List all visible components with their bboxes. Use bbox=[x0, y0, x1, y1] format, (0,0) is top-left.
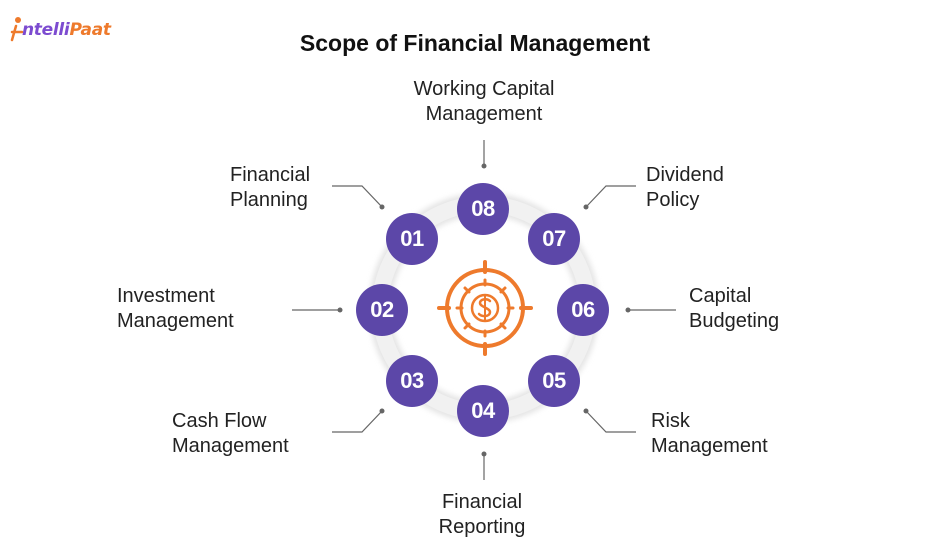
label-risk-management: Risk Management bbox=[651, 409, 768, 459]
label-line: Management bbox=[117, 310, 234, 332]
intellipaat-logo: ntelliPaat bbox=[22, 20, 111, 40]
node-03: 03 bbox=[386, 355, 438, 407]
node-07: 07 bbox=[528, 213, 580, 265]
label-line: Cash Flow bbox=[172, 410, 267, 432]
node-02: 02 bbox=[356, 284, 408, 336]
label-investment-management: Investment Management bbox=[117, 284, 234, 334]
label-working-capital-management: Working Capital Management bbox=[394, 77, 574, 127]
node-04: 04 bbox=[457, 385, 509, 437]
label-dividend-policy: Dividend Policy bbox=[646, 163, 724, 213]
label-line: Dividend bbox=[646, 164, 724, 186]
label-line: Policy bbox=[646, 189, 700, 211]
label-financial-reporting: Financial Reporting bbox=[424, 490, 540, 540]
label-line: Planning bbox=[230, 189, 308, 211]
label-capital-budgeting: Capital Budgeting bbox=[689, 284, 779, 334]
connector-lines bbox=[292, 140, 676, 480]
node-08: 08 bbox=[457, 183, 509, 235]
label-line: Management bbox=[651, 435, 768, 457]
label-line: Financial bbox=[230, 164, 311, 186]
node-01: 01 bbox=[386, 213, 438, 265]
label-line: Financial bbox=[441, 491, 523, 513]
node-05: 05 bbox=[528, 355, 580, 407]
node-06: 06 bbox=[557, 284, 609, 336]
label-line: Reporting bbox=[438, 516, 526, 538]
label-line: Budgeting bbox=[689, 310, 780, 332]
label-financial-planning: Financial Planning bbox=[230, 163, 310, 213]
page-title: Scope of Financial Management bbox=[299, 30, 651, 56]
label-line: Management bbox=[425, 103, 543, 125]
intellipaat-logo-mark bbox=[10, 17, 24, 42]
dollar-gear-target-icon bbox=[437, 260, 533, 356]
label-line: Management bbox=[172, 435, 289, 457]
label-line: Working Capital bbox=[413, 78, 555, 100]
label-line: Risk bbox=[651, 410, 690, 432]
logo-text-part2: Paat bbox=[69, 20, 111, 40]
label-line: Investment bbox=[117, 285, 215, 307]
label-cash-flow-management: Cash Flow Management bbox=[172, 409, 289, 459]
logo-text-part1: ntelli bbox=[22, 20, 70, 40]
label-line: Capital bbox=[689, 285, 752, 307]
